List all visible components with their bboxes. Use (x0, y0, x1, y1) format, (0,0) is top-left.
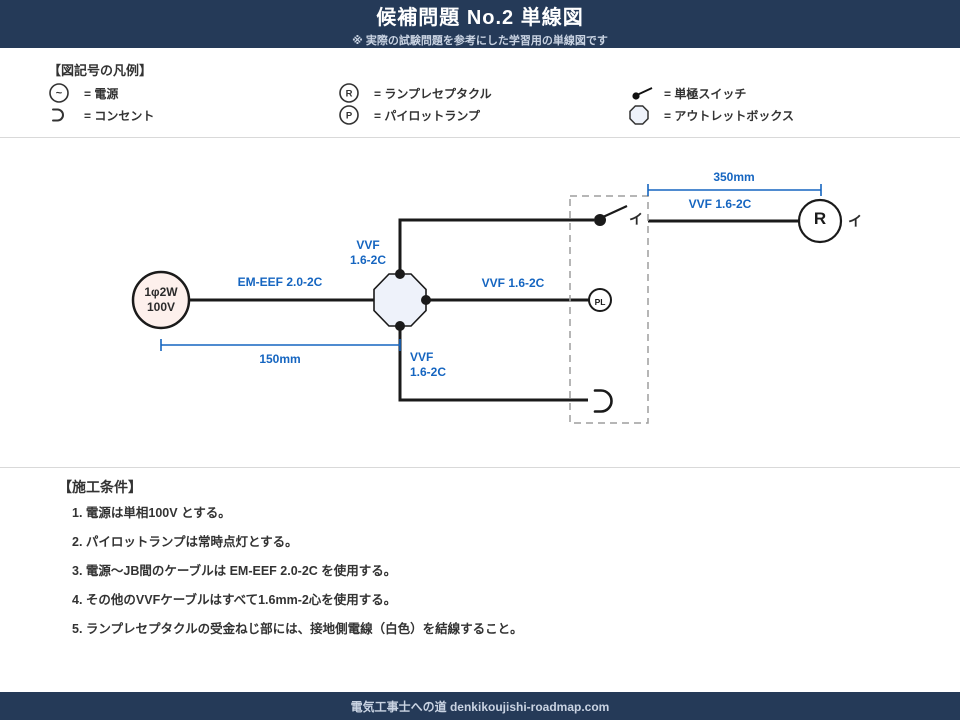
page-title: 候補問題 No.2 単線図 (376, 6, 584, 29)
legend-label-power: = 電源 (84, 86, 119, 101)
pilot-lamp-icon: P (338, 104, 366, 126)
condition-item: 5. ランプレセプタクルの受金ねじ部には、接地側電線（白色）を結線すること。 (72, 622, 523, 636)
power-source-symbol (131, 270, 191, 330)
power-source-icon: ~ (48, 82, 76, 104)
legend-item-receptacle: R = ランプレセプタクル (338, 83, 492, 103)
legend-item-outlet: = コンセント (48, 105, 154, 125)
legend-label-outlet: = コンセント (84, 108, 155, 123)
legend-label-receptacle: = ランプレセプタクル (374, 86, 492, 101)
footer-bar: 電気工事士への道 denkikoujishi-roadmap.com (0, 692, 960, 720)
page-subtitle: ※ 実際の試験問題を参考にした学習用の単線図です (352, 34, 608, 47)
svg-text:R: R (346, 89, 353, 100)
header-bar: 候補問題 No.2 単線図 ※ 実際の試験問題を参考にした学習用の単線図です (0, 0, 960, 48)
footer-site-text: 電気工事士への道 denkikoujishi-roadmap.com (350, 699, 610, 714)
dimension-150mm-label: 150mm (259, 352, 301, 366)
power-source-line1: 1φ2W (144, 285, 178, 299)
legend-item-switch: = 単極スイッチ (628, 83, 746, 103)
lamp-receptacle-icon: R (338, 82, 366, 104)
vvf-top-line1: VVF (356, 238, 380, 252)
pilot-lamp-letter: PL (594, 297, 606, 307)
lamp-receptacle-symbol (797, 198, 843, 244)
dashed-enclosure (569, 195, 649, 424)
single-pole-switch-icon (628, 83, 656, 103)
power-source-line2: 100V (146, 300, 176, 314)
conditions-list: 1. 電源は単相100V とする。 2. パイロットランプは常時点灯とする。 3… (72, 502, 523, 637)
vvf-top-line2: 1.6-2C (349, 253, 387, 267)
cable-label-em-eef: EM-EEF 2.0-2C (237, 275, 323, 289)
dimension-350mm-line (647, 184, 822, 196)
receptacle-circuit-label: イ (848, 213, 862, 229)
divider-bottom (0, 467, 960, 468)
condition-item: 3. 電源～JB間のケーブルは EM-EEF 2.0-2C を使用する。 (72, 564, 397, 578)
legend-label-switch: = 単極スイッチ (664, 86, 747, 101)
legend-label-pilot-lamp: = パイロットランプ (374, 108, 480, 123)
jb-connection-dot-top (395, 269, 405, 279)
outlet-symbol (593, 389, 613, 413)
legend-label-outlet-box: = アウトレットボックス (664, 108, 794, 123)
switch-lever (602, 205, 628, 218)
legend-item-outlet-box: = アウトレットボックス (628, 105, 794, 125)
outlet-box-icon (628, 104, 656, 126)
receptacle-letter: R (813, 209, 827, 228)
condition-item: 4. その他のVVFケーブルはすべて1.6mm-2心を使用する。 (72, 593, 397, 607)
cable-label-vvf-bottom: VVF 1.6-2C (410, 350, 490, 380)
cable-label-vvf-switch: VVF 1.6-2C (688, 197, 752, 211)
divider-top (0, 137, 960, 138)
pilot-lamp-symbol (588, 288, 612, 312)
cable-label-vvf-right: VVF 1.6-2C (481, 276, 545, 290)
switch-circuit-label: イ (629, 211, 643, 227)
jb-connection-dot-right (421, 295, 431, 305)
vvf-bottom-line1: VVF (410, 350, 434, 364)
legend-title: 【図記号の凡例】 (48, 63, 153, 78)
legend-item-pilot-lamp: P = パイロットランプ (338, 105, 480, 125)
outlet-icon (48, 104, 76, 126)
conditions-title: 【施工条件】 (58, 479, 142, 495)
svg-text:P: P (346, 111, 353, 122)
cable-label-vvf-top: VVF 1.6-2C (328, 238, 408, 268)
dimension-350mm-label: 350mm (713, 170, 755, 184)
vvf-bottom-line2: 1.6-2C (410, 365, 447, 379)
dimension-150mm-line (160, 339, 401, 351)
condition-item: 2. パイロットランプは常時点灯とする。 (72, 535, 298, 549)
power-source-label: 1φ2W 100V (121, 285, 201, 315)
legend-item-power: ~ = 電源 (48, 83, 118, 103)
jb-connection-dot-bottom (395, 321, 405, 331)
svg-text:~: ~ (56, 88, 63, 100)
outlet-box-symbol (373, 273, 427, 327)
condition-item: 1. 電源は単相100V とする。 (72, 506, 231, 520)
cable-jb-to-switch (398, 218, 594, 275)
